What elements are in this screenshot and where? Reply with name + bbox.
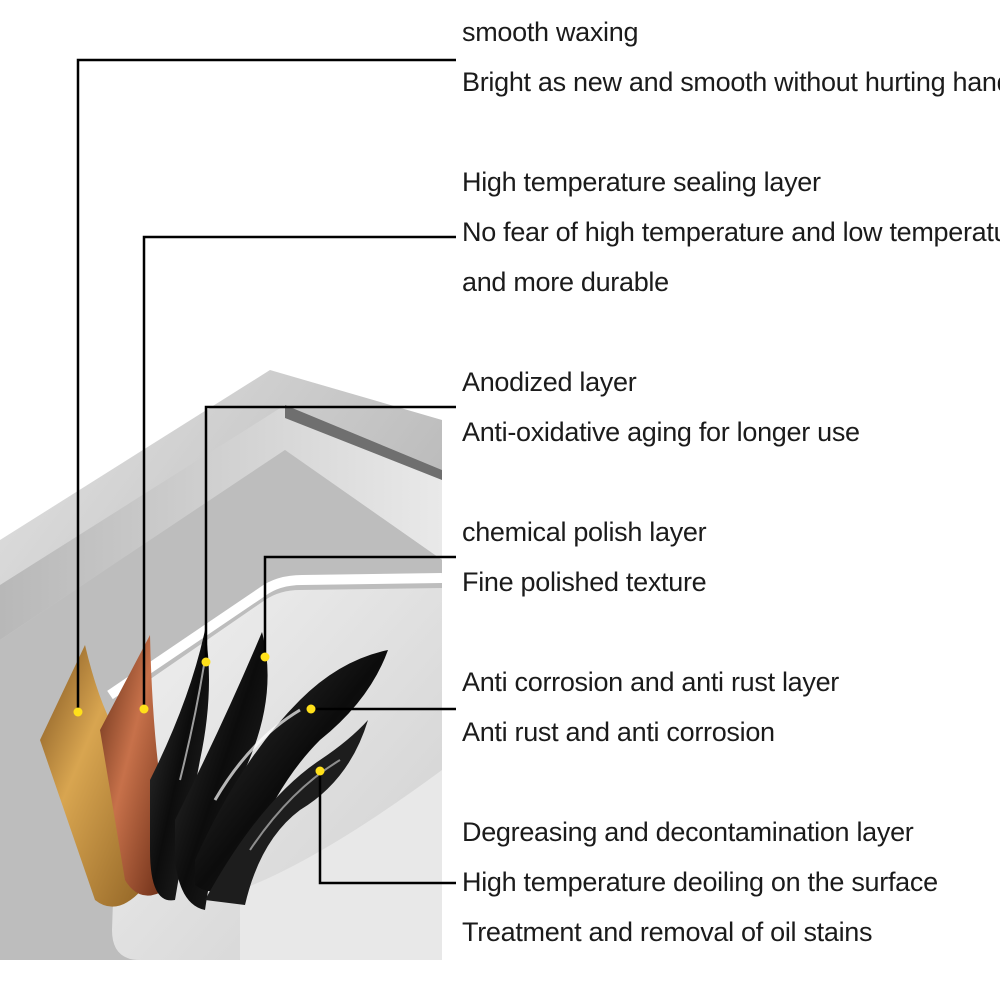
highlight — [213, 708, 301, 801]
layer-description: Anti-oxidative aging for longer use — [462, 417, 860, 447]
layer-title: chemical polish layer — [462, 517, 707, 547]
layer-title: smooth waxing — [462, 17, 639, 47]
label-sealing-layer: High temperature sealing layer No fear o… — [462, 157, 1000, 307]
leader-line-polish — [263, 555, 456, 657]
layer-description: No fear of high temperature and low temp… — [462, 217, 1000, 247]
sink-rim — [0, 405, 442, 640]
highlight — [179, 664, 205, 781]
highlight — [249, 759, 341, 851]
sink-drain-corner — [240, 770, 442, 960]
leader-line-anodized — [204, 405, 456, 662]
yellow-dot-marker — [315, 766, 325, 776]
layer-description: Anti rust and anti corrosion — [462, 717, 775, 747]
label-anti-corrosion-layer: Anti corrosion and anti rust layer Anti … — [462, 657, 839, 757]
degreasing-layer — [205, 720, 368, 905]
layer-title: Anodized layer — [462, 367, 637, 397]
yellow-dot-marker — [73, 707, 83, 717]
label-chemical-polish-layer: chemical polish layer Fine polished text… — [462, 507, 707, 607]
copper-sealing-layer — [100, 635, 165, 896]
sink-rim-shadow — [285, 405, 442, 480]
layer-description: Fine polished texture — [462, 567, 707, 597]
layer-title: Degreasing and decontamination layer — [462, 817, 914, 847]
layer-description: and more durable — [462, 267, 669, 297]
label-degreasing-layer: Degreasing and decontamination layer Hig… — [462, 807, 938, 957]
yellow-dot-marker — [306, 704, 316, 714]
yellow-dot-marker — [260, 652, 270, 662]
leader-lines — [76, 58, 456, 885]
leader-line-sealing — [142, 235, 456, 709]
leader-line-degreasing — [318, 771, 456, 885]
yellow-dot-marker — [201, 657, 211, 667]
anti-corrosion-layer — [195, 650, 388, 892]
layer-description: High temperature deoiling on the surface — [462, 867, 938, 897]
layer-title: Anti corrosion and anti rust layer — [462, 667, 839, 697]
layer-title: High temperature sealing layer — [462, 167, 821, 197]
marker-dots — [73, 652, 325, 776]
anodized-layer — [150, 630, 209, 901]
yellow-dot-marker — [139, 704, 149, 714]
coating-layers — [40, 630, 388, 910]
label-anodized-layer: Anodized layer Anti-oxidative aging for … — [462, 357, 860, 457]
label-smooth-waxing: smooth waxing Bright as new and smooth w… — [462, 7, 1000, 107]
sink-basin-edge — [107, 573, 443, 700]
layer-description: Bright as new and smooth without hurting… — [462, 67, 1000, 97]
layer-description: Treatment and removal of oil stains — [462, 917, 873, 947]
chemical-polish-layer — [175, 632, 268, 910]
leader-line-waxing — [76, 58, 456, 712]
